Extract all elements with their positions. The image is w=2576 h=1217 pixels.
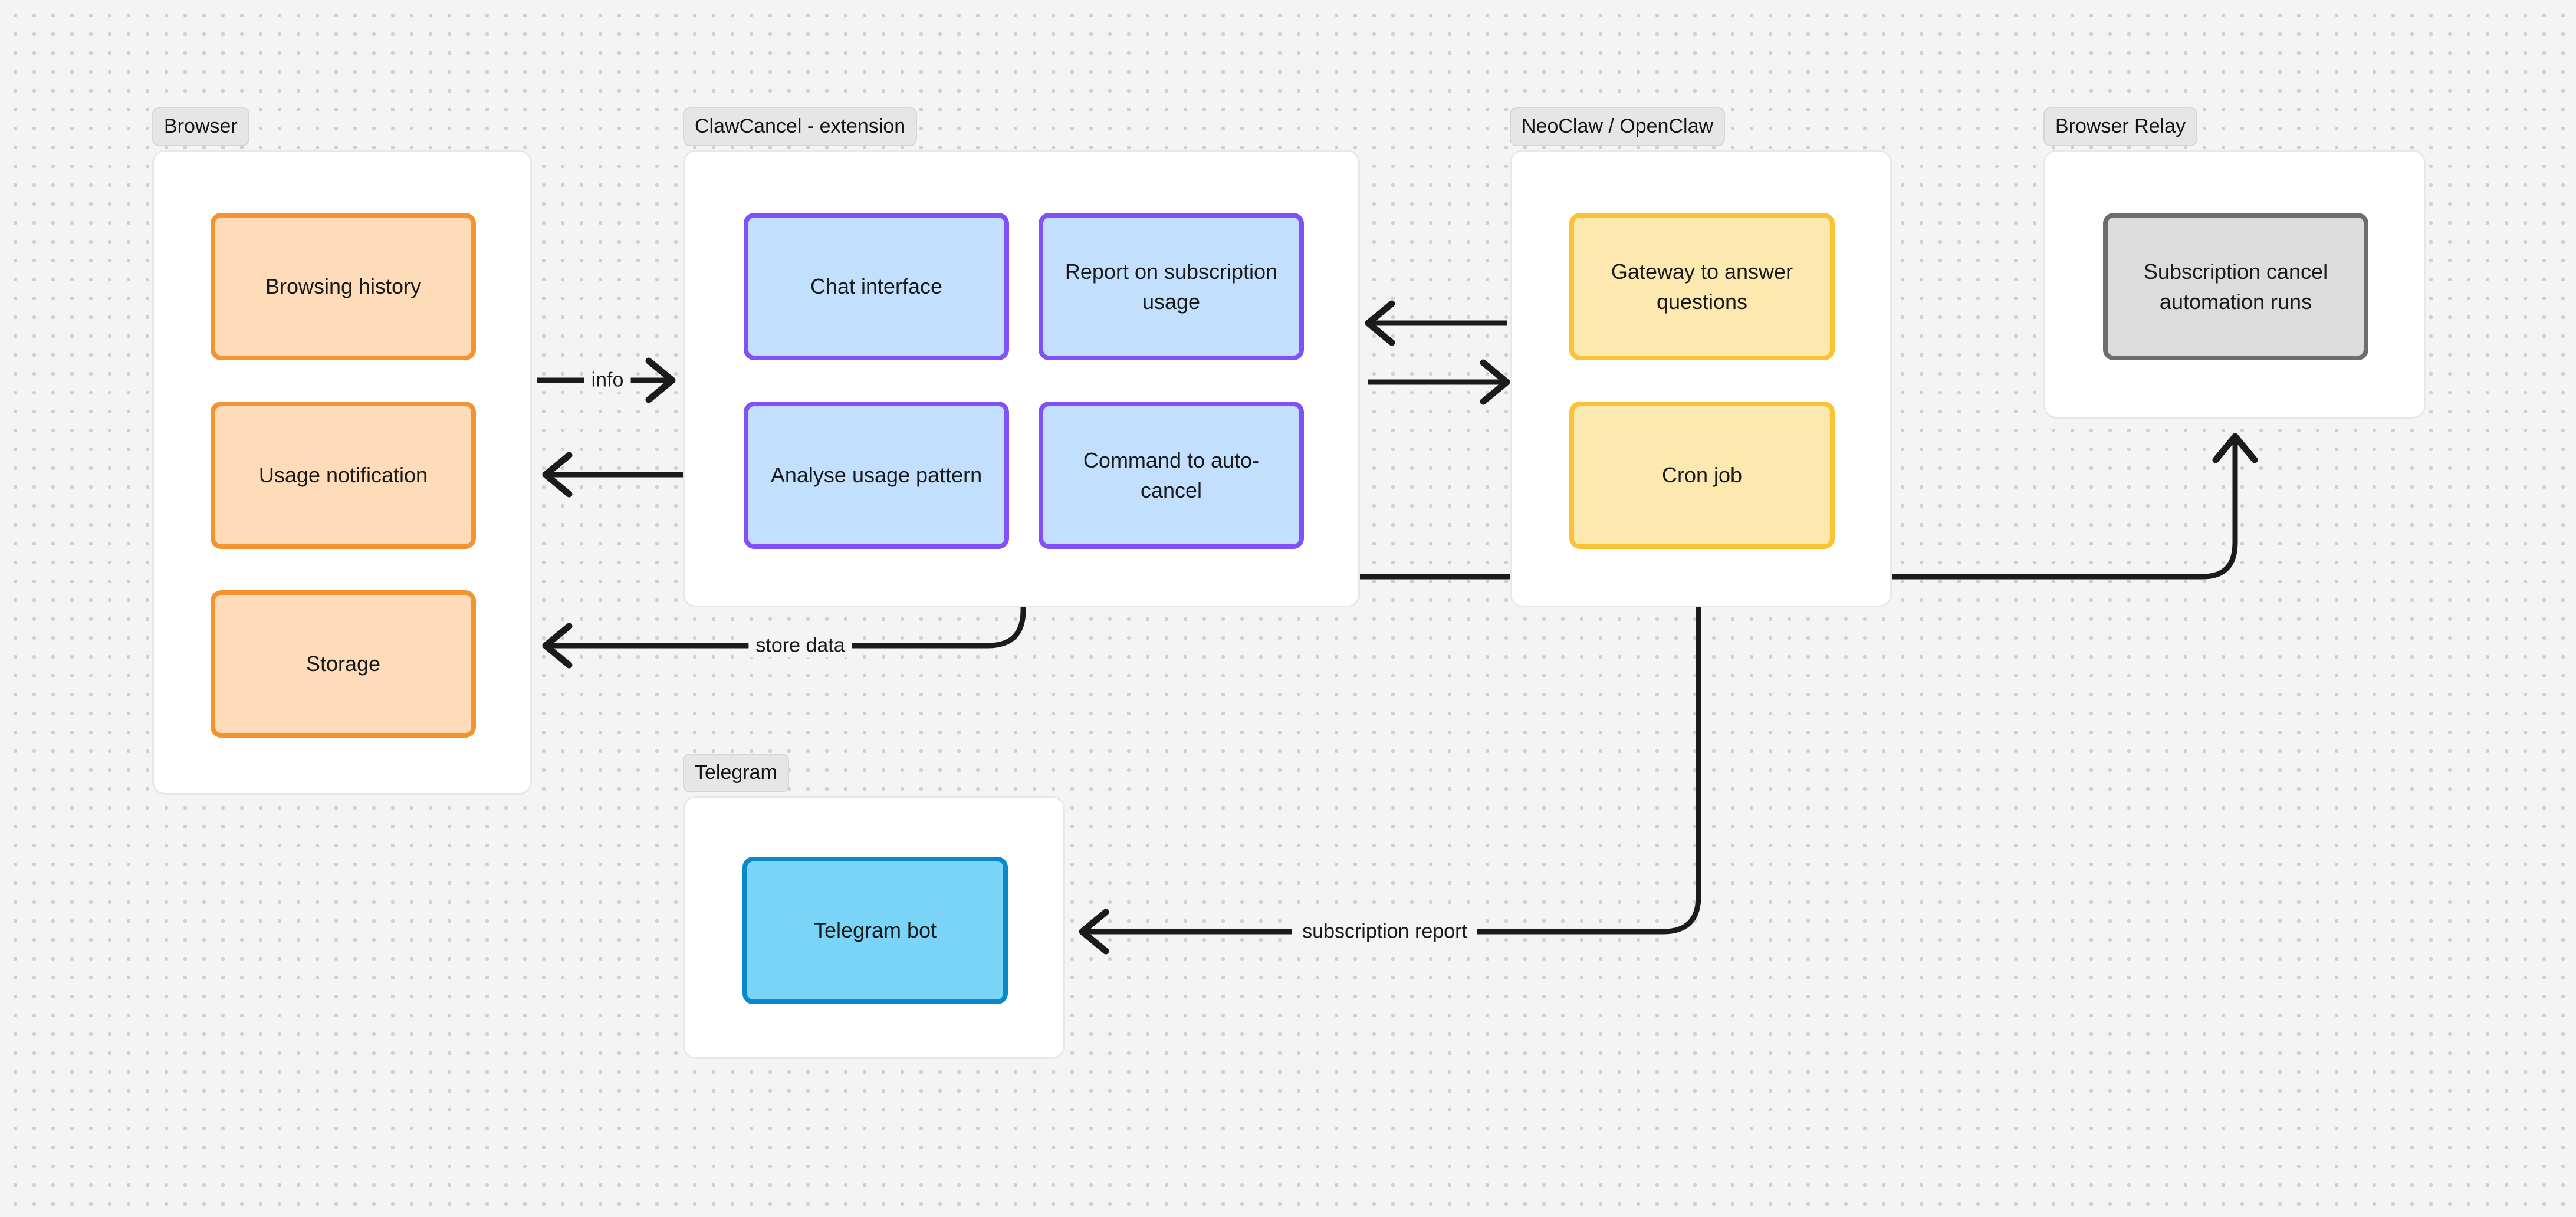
node-label: Chat interface [810, 274, 943, 299]
group-panel-browser: Browsing history Usage notification Stor… [152, 150, 532, 795]
group-label-neoclaw: NeoClaw / OpenClaw [1510, 107, 1726, 146]
node-label: Storage [305, 652, 381, 676]
group-label-browser-relay: Browser Relay [2043, 107, 2198, 146]
group-label-clawcancel: ClawCancel - extension [683, 107, 918, 146]
edge-label-info: info [584, 368, 631, 393]
edge-label-subscription-report: subscription report [1295, 919, 1474, 944]
node-label: Command to auto-cancel [1083, 448, 1260, 502]
group-panel-neoclaw: Gateway to answer questions Cron job [1510, 150, 1892, 607]
node-chat-interface[interactable]: Chat interface [744, 213, 1009, 360]
node-label: Telegram bot [813, 918, 937, 943]
node-report-on-subscription-usage[interactable]: Report on subscription usage [1039, 213, 1304, 360]
node-label: Browsing history [265, 274, 422, 299]
edge-label-store-data: store data [748, 633, 852, 658]
group-label-browser: Browser [152, 107, 249, 146]
edge-gateway-to-report [1365, 300, 1507, 346]
node-analyse-usage-pattern[interactable]: Analyse usage pattern [744, 402, 1009, 549]
node-label: Report on subscription usage [1064, 259, 1278, 314]
group-panel-telegram: Telegram bot [683, 796, 1065, 1059]
group-panel-clawcancel: Chat interface Report on subscription us… [683, 150, 1360, 607]
edge-report-to-gateway [1368, 359, 1510, 405]
node-label: Analyse usage pattern [770, 463, 983, 488]
node-storage[interactable]: Storage [211, 590, 476, 738]
node-browsing-history[interactable]: Browsing history [211, 213, 476, 360]
node-label: Gateway to answer questions [1611, 259, 1793, 314]
node-label: Usage notification [258, 463, 428, 488]
node-gateway-to-answer-questions[interactable]: Gateway to answer questions [1569, 213, 1835, 360]
node-usage-notification[interactable]: Usage notification [211, 402, 476, 549]
group-label-telegram: Telegram [683, 754, 789, 792]
node-command-to-auto-cancel[interactable]: Command to auto-cancel [1039, 402, 1304, 549]
node-label: Cron job [1661, 463, 1743, 488]
node-telegram-bot[interactable]: Telegram bot [742, 857, 1008, 1004]
node-subscription-cancel-automation-runs[interactable]: Subscription cancel automation runs [2103, 213, 2368, 360]
node-cron-job[interactable]: Cron job [1569, 402, 1835, 549]
node-label: Subscription cancel automation runs [2143, 259, 2328, 314]
group-panel-browser-relay: Subscription cancel automation runs [2043, 150, 2426, 419]
